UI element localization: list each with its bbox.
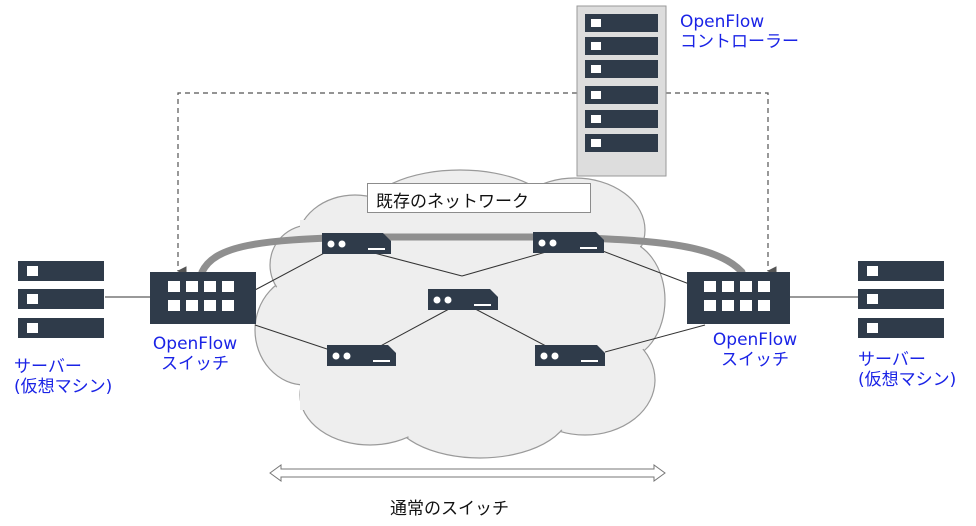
controller-rack-units: [585, 14, 658, 152]
openflow-switch-right-icon: [687, 272, 790, 324]
openflow-switch-right-line1: OpenFlow: [712, 330, 798, 350]
openflow-controller: [576, 5, 667, 177]
server-left-label: サーバー (仮想マシン): [14, 357, 112, 398]
regular-switch-caption: 通常のスイッチ: [390, 499, 509, 519]
openflow-switch-left-label: OpenFlow スイッチ: [140, 334, 250, 375]
controller-label-line1: OpenFlow: [680, 12, 765, 32]
double-arrow: [269, 464, 666, 482]
regular-switch-bottom-right-icon: [535, 345, 605, 366]
regular-switch-center-icon: [428, 289, 498, 310]
server-right-label: サーバー (仮想マシン): [858, 350, 956, 391]
server-left-line1: サーバー: [14, 357, 82, 377]
regular-switch-top-right-icon: [533, 232, 604, 253]
network-cloud: [254, 169, 666, 459]
server-left-icon: [18, 261, 104, 338]
openflow-switch-left-line2: スイッチ: [161, 354, 229, 375]
server-right-icon: [858, 261, 944, 338]
openflow-switch-left-line1: OpenFlow: [152, 334, 238, 354]
regular-switch-bottom-left-icon: [327, 345, 396, 366]
regular-switch-top-left-icon: [322, 233, 391, 254]
openflow-switch-right-line2: スイッチ: [721, 350, 789, 371]
openflow-switch-right-label: OpenFlow スイッチ: [700, 330, 810, 371]
server-right-line1: サーバー: [858, 350, 926, 370]
controller-label-line2: コントローラー: [680, 32, 799, 53]
controller-links: [177, 92, 777, 276]
controller-label: OpenFlow コントローラー: [680, 12, 799, 53]
server-left-line2: (仮想マシン): [14, 377, 113, 398]
existing-network-label: 既存のネットワーク: [367, 183, 591, 213]
openflow-switch-left-icon: [150, 272, 256, 324]
server-right-line2: (仮想マシン): [858, 370, 957, 391]
